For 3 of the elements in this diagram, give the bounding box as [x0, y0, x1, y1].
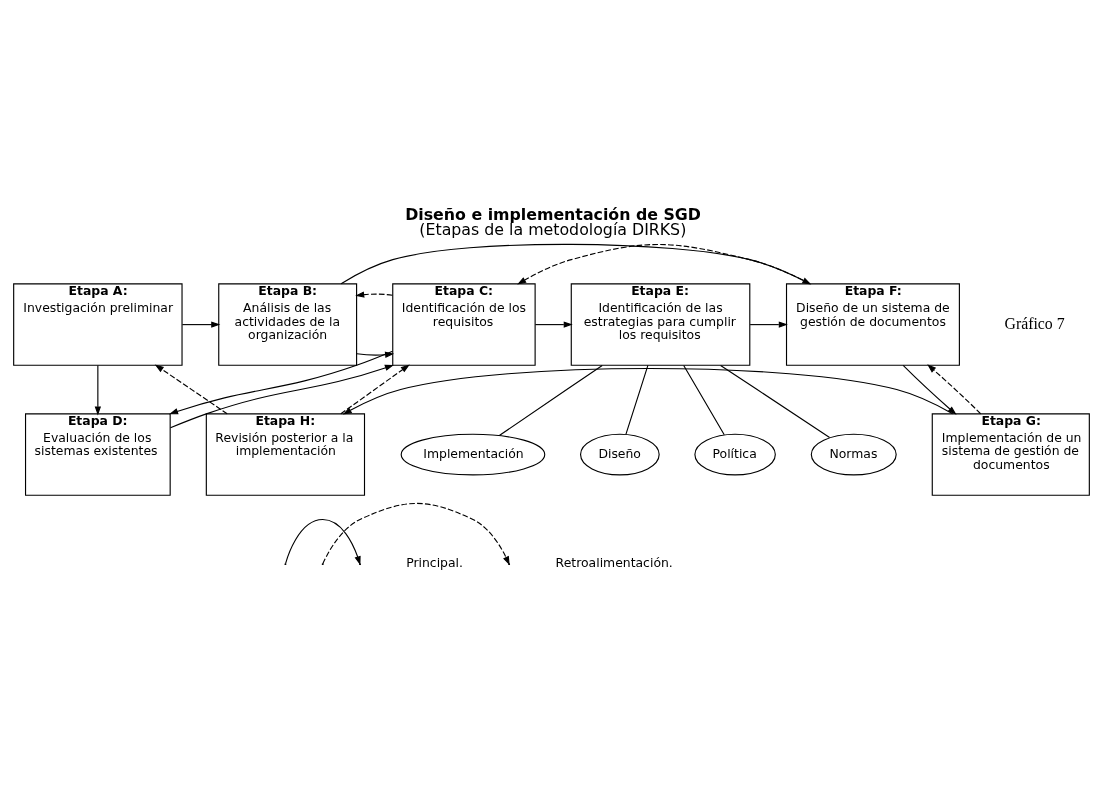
label: Gráfico 7 [1004, 314, 1065, 332]
legend-label: Principal. [406, 554, 463, 570]
legend-label: Retroalimentación. [555, 554, 673, 570]
